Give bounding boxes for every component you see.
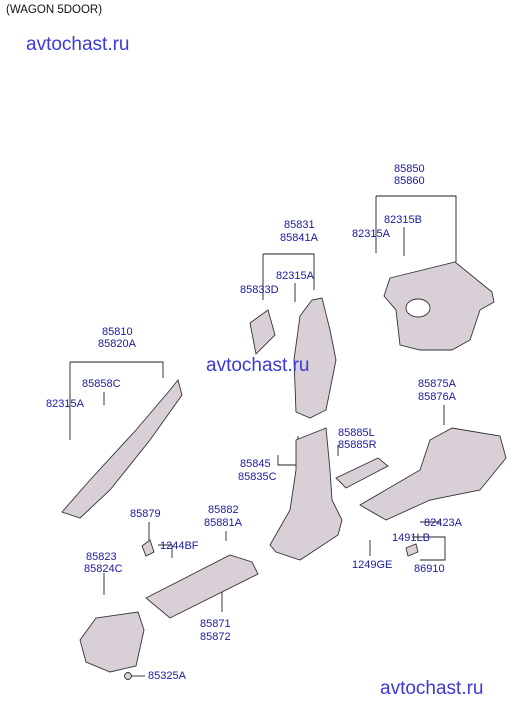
leader-85845: [277, 436, 299, 466]
label-85881A[interactable]: 85881A: [204, 517, 242, 529]
part-85850-hole: [405, 298, 431, 318]
label-85833D[interactable]: 85833D: [240, 284, 279, 296]
part-85845-b-pillar-lower: [269, 427, 343, 561]
label-85882[interactable]: 85882: [208, 504, 239, 516]
label-82315A-left[interactable]: 82315A: [46, 398, 84, 410]
part-85810-a-pillar: [61, 379, 183, 519]
part-85325A-clip: [124, 672, 132, 680]
label-85841A[interactable]: 85841A: [280, 232, 318, 244]
part-85882-scuff-plate: [145, 554, 259, 619]
label-85810[interactable]: 85810: [102, 326, 133, 338]
label-85823[interactable]: 85823: [86, 551, 117, 563]
label-82315A-mid[interactable]: 82315A: [276, 270, 314, 282]
part-85850-quarter-trim: [383, 261, 495, 351]
label-1244BF[interactable]: 1244BF: [160, 540, 199, 552]
label-85325A[interactable]: 85325A: [148, 670, 186, 682]
label-82315B[interactable]: 82315B: [384, 214, 422, 226]
leader-85810: [69, 361, 164, 440]
watermark-top: avtochast.ru: [26, 34, 130, 55]
leader-85831: [262, 253, 315, 300]
label-85872[interactable]: 85872: [200, 631, 231, 643]
part-85833D-plate: [249, 309, 276, 355]
label-85845[interactable]: 85845: [240, 458, 271, 470]
part-85885L-scuff: [335, 457, 389, 489]
label-85885R[interactable]: 85885R: [338, 439, 377, 451]
label-85824C[interactable]: 85824C: [84, 563, 123, 575]
label-85835C[interactable]: 85835C: [238, 471, 277, 483]
label-82423A[interactable]: 82423A: [424, 517, 462, 529]
label-85885L[interactable]: 85885L: [338, 427, 375, 439]
label-85879[interactable]: 85879: [130, 508, 161, 520]
label-85850[interactable]: 85850: [394, 163, 425, 175]
watermark-middle: avtochast.ru: [206, 355, 310, 376]
label-1249GE[interactable]: 1249GE: [352, 559, 393, 571]
label-85831[interactable]: 85831: [284, 219, 315, 231]
part-85831-b-pillar-upper: [293, 297, 337, 419]
part-85875A-rear-plate: [359, 427, 507, 521]
label-1491LB[interactable]: 1491LB: [392, 532, 430, 544]
label-85875A[interactable]: 85875A: [418, 378, 456, 390]
leader-1244BF: [158, 544, 173, 558]
label-85858C[interactable]: 85858C: [82, 378, 121, 390]
leader-85850: [375, 195, 457, 262]
label-82315A-top[interactable]: 82315A: [352, 228, 390, 240]
page-title: (WAGON 5DOOR): [6, 4, 103, 16]
part-85879-bracket: [141, 539, 155, 557]
label-85860[interactable]: 85860: [394, 175, 425, 187]
leader-86910: [412, 536, 446, 561]
part-85823-cowl: [79, 611, 145, 673]
label-85876A[interactable]: 85876A: [418, 391, 456, 403]
part-86910-bracket: [405, 543, 419, 557]
label-85820A[interactable]: 85820A: [98, 338, 136, 350]
watermark-bottom: avtochast.ru: [380, 678, 484, 699]
label-85871[interactable]: 85871: [200, 618, 231, 630]
label-86910[interactable]: 86910: [414, 563, 445, 575]
